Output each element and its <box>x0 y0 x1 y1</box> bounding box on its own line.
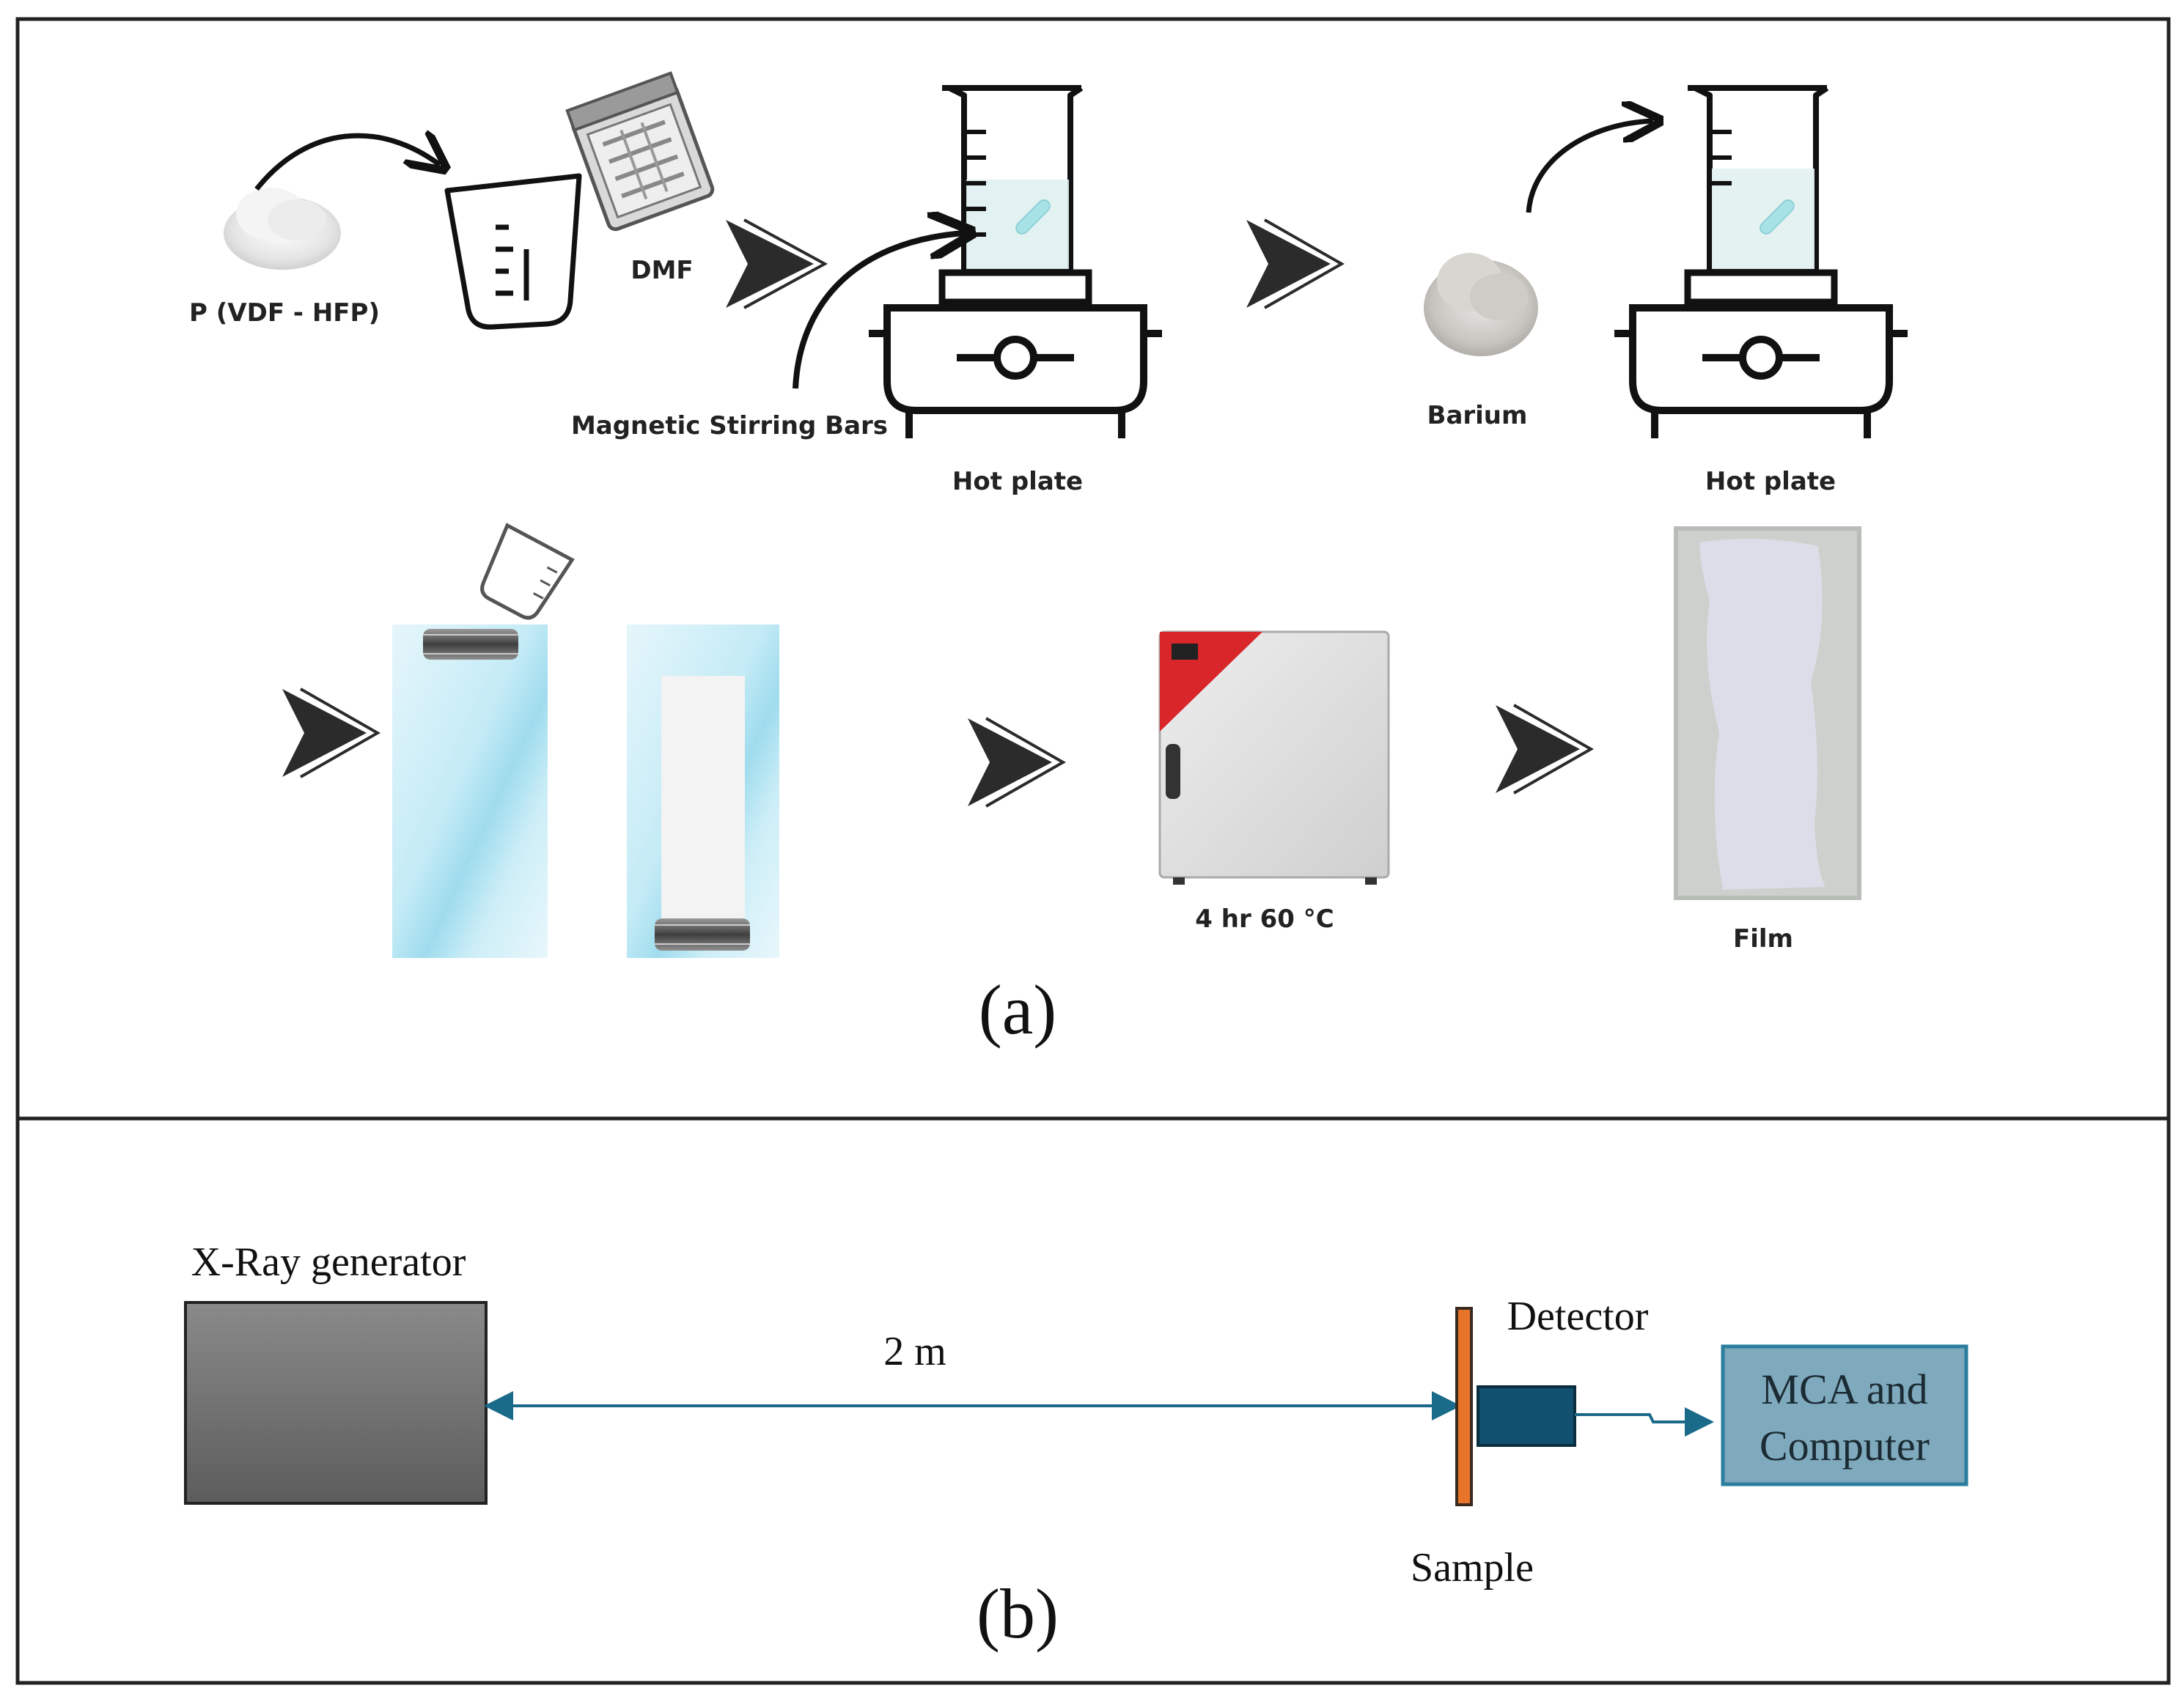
panel-a-label: (a) <box>979 970 1057 1049</box>
dmf-label: DMF <box>630 256 693 285</box>
step-arrow-2 <box>1246 218 1345 309</box>
detector-box <box>1477 1385 1576 1447</box>
curved-arrow-1 <box>254 136 440 191</box>
barium-label: Barium <box>1427 401 1528 430</box>
sample-plate <box>1455 1307 1473 1506</box>
mca-computer-box <box>1721 1344 1968 1486</box>
xray-generator-label: X-Ray generator <box>191 1239 466 1285</box>
cast-film-strip <box>661 676 745 925</box>
mca-label-line1: MCA and <box>1761 1366 1927 1413</box>
glass-plate-1 <box>392 624 548 958</box>
panel-b-frame <box>15 1116 2171 1685</box>
curved-arrow-stirring <box>793 233 964 389</box>
beaker-icon <box>444 173 582 330</box>
sample-label: Sample <box>1411 1545 1534 1591</box>
barium-powder-icon <box>1424 253 1538 356</box>
film-photo <box>1674 526 1861 900</box>
mca-label-line2: Computer <box>1760 1422 1930 1470</box>
curved-arrow-barium <box>1526 121 1653 213</box>
step-arrow-1 <box>726 218 828 309</box>
distance-label: 2 m <box>883 1329 946 1374</box>
hot-plate-2-label: Hot plate <box>1705 467 1836 496</box>
xray-generator-box <box>184 1301 488 1505</box>
roller-top <box>423 629 518 660</box>
hot-plate-1 <box>869 85 1162 438</box>
step-arrow-5 <box>1496 704 1595 795</box>
step-arrow-4 <box>968 717 1067 808</box>
film-label: Film <box>1733 924 1793 954</box>
stirring-bars-label: Magnetic Stirring Bars <box>571 411 888 441</box>
dmf-bottle-icon <box>565 71 715 232</box>
pvdf-powder-icon <box>224 188 341 270</box>
hot-plate-2 <box>1614 85 1908 438</box>
pouring-beaker-icon <box>480 523 575 620</box>
hot-plate-1-label: Hot plate <box>952 467 1083 496</box>
oven-label: 4 hr 60 °C <box>1195 904 1334 934</box>
detector-label: Detector <box>1507 1294 1649 1339</box>
step-arrow-3 <box>282 688 381 778</box>
pvdf-label: P (VDF - HFP) <box>189 298 380 328</box>
oven-icon <box>1158 630 1390 885</box>
panel-b-label: (b) <box>977 1574 1059 1653</box>
roller-bottom <box>655 918 750 951</box>
detector-cable <box>1575 1407 1714 1437</box>
